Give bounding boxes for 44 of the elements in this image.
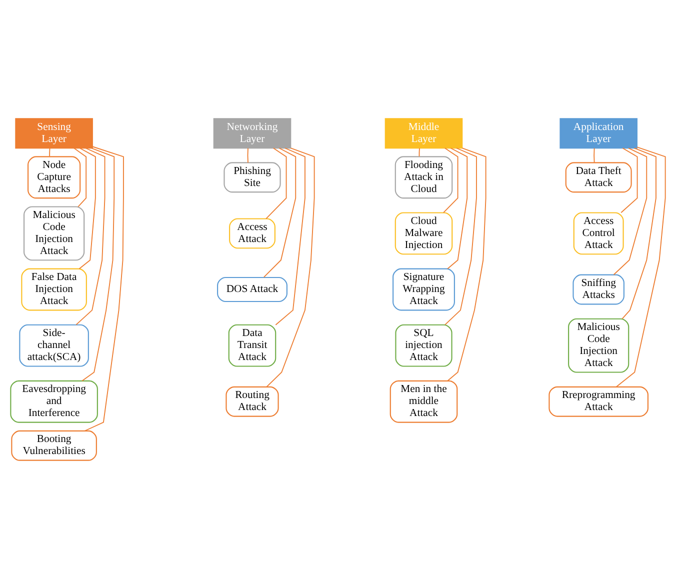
connector	[613, 148, 648, 276]
connector	[444, 148, 477, 326]
node-box: Men in the middle Attack	[390, 380, 458, 423]
node-box: False Data Injection Attack	[21, 268, 87, 311]
node-box: Eavesdropping and Interference	[10, 380, 98, 423]
connector	[263, 148, 296, 278]
node-box: Routing Attack	[226, 386, 279, 417]
node-box: SQL injection Attack	[395, 324, 452, 367]
node-box: Sensing Layer	[15, 118, 93, 149]
connector	[447, 148, 486, 382]
node-box: Application Layer	[560, 118, 638, 149]
node-box: Booting Vulnerabilities	[11, 430, 97, 461]
connector	[84, 146, 124, 432]
node-box: Rreprogramming Attack	[548, 386, 648, 417]
node-box: Sniffing Attacks	[572, 274, 624, 305]
connector	[447, 148, 468, 270]
node-box: Malicious Code Injection Attack	[24, 206, 85, 261]
node-box: Signature Wrapping Attack	[392, 268, 455, 311]
node-box: Access Attack	[229, 218, 276, 249]
connector	[594, 148, 595, 164]
node-box: Data Transit Attack	[228, 324, 276, 367]
node-box: Middle Layer	[384, 118, 463, 149]
connector	[247, 148, 248, 164]
connector	[620, 148, 638, 214]
node-box: Malicious Code Injection Attack	[568, 318, 630, 373]
connector	[74, 148, 87, 208]
node-box: Networking Layer	[213, 118, 292, 149]
connector	[616, 146, 666, 388]
node-box: Cloud Malware Injection	[394, 212, 453, 255]
node-box: Side-channel attack(SCA)	[19, 324, 89, 367]
connector	[78, 148, 96, 270]
node-box: Flooding Attack in Cloud	[394, 156, 453, 199]
connector	[275, 148, 306, 326]
node-box: DOS Attack	[217, 276, 288, 302]
connector	[266, 148, 287, 220]
connector	[622, 148, 656, 320]
node-box: Data Theft Attack	[565, 162, 632, 193]
connector	[266, 148, 315, 388]
node-box: Phishing Site	[224, 162, 281, 193]
node-box: Node Capture Attacks	[28, 156, 81, 199]
connector	[49, 148, 50, 157]
node-box: Access Control Attack	[573, 212, 624, 255]
connector	[443, 148, 458, 214]
connector	[76, 148, 106, 326]
